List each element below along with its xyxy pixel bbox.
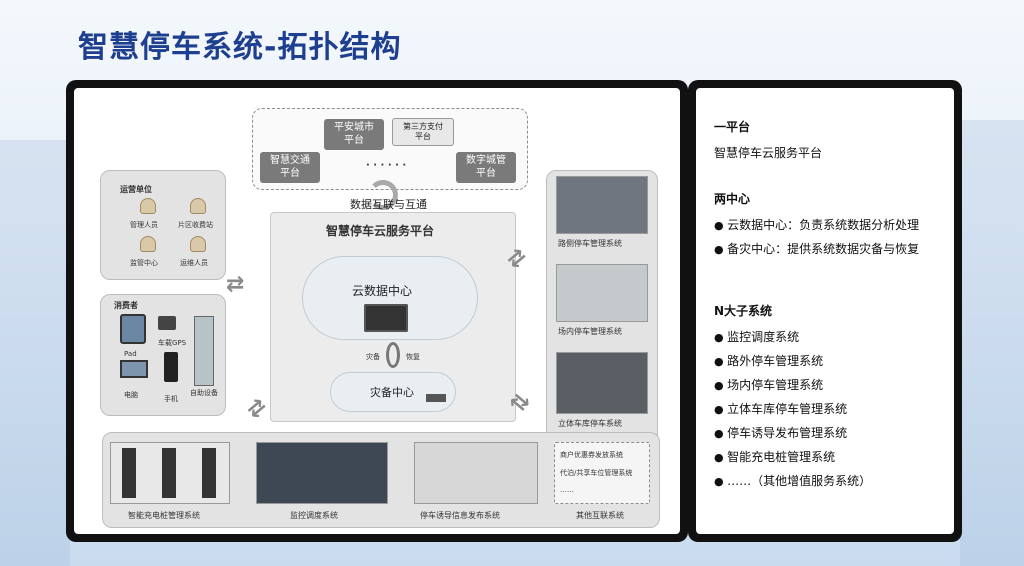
monitoring-room-photo [256,442,388,504]
operator-item-manager: 管理人员 [130,221,158,229]
topology-diagram: 平安城市 平台 第三方支付 平台 智慧交通 平台 · · · · · · 数字城… [74,88,680,534]
guidance-map-photo [414,442,538,504]
backup-restore-arrows-icon [386,342,400,368]
platform-tag-digital-city: 数字城管 平台 [456,152,516,183]
server-rack-icon [364,304,408,332]
interconnect-label: 数据互联与互通 [350,198,427,211]
bottom-left-arrow-icon: ⇄ [241,393,272,425]
operator-person-icon [140,198,156,214]
maintenance-person-icon [190,236,206,252]
subsystem-item: 立体车库停车管理系统 [714,400,940,417]
platform-tag-safe-city: 平安城市 平台 [324,119,384,150]
bottom-guidance-label: 停车诱导信息发布系统 [420,511,500,520]
section-one-line: 智慧停车云服务平台 [714,146,823,160]
indoor-parking-photo [556,264,648,322]
summary-panel: 一平台 智慧停车云服务平台 两中心 云数据中心：负责系统数据分析处理 备灾中心：… [696,88,954,534]
operator-title: 运营单位 [120,185,152,194]
right-system-roadside: 路侧停车管理系统 [558,239,622,248]
consumer-item-phone: 手机 [164,395,178,403]
backup-server-icon [426,394,446,402]
car-gps-icon [158,316,176,330]
consumer-item-kiosk: 自助设备 [190,389,218,397]
self-service-kiosk-icon [194,316,214,386]
subsystem-item: 智能充电桩管理系统 [714,448,940,465]
page-title: 智慧停车系统-拓扑结构 [78,30,402,65]
consumer-title: 消费者 [114,301,138,310]
tablet-icon [120,314,146,344]
section-one-platform-title: 一平台 [714,120,751,134]
section-three-subsystems-title: N大子系统 [714,304,773,318]
summary-panel-frame: 一平台 智慧停车云服务平台 两中心 云数据中心：负责系统数据分析处理 备灾中心：… [688,80,962,542]
laptop-icon [120,360,148,378]
platform-title: 智慧停车云服务平台 [326,224,435,238]
operator-item-maintenance: 运维人员 [180,259,208,267]
sync-arrows-icon [368,180,398,210]
disaster-center-shape [330,372,456,412]
operator-item-supervision: 监管中心 [130,259,158,267]
section-two-centers-title: 两中心 [714,192,751,206]
bottom-charging-label: 智能充电桩管理系统 [128,511,200,520]
phone-icon [164,352,178,382]
consumer-item-car-gps: 车载GPS [158,339,187,347]
stereo-garage-photo [556,352,648,414]
background-building [0,140,70,566]
platform-tag-third-party-pay: 第三方支付 平台 [392,118,454,146]
operator-item-toll-station: 片区收费站 [178,221,213,229]
section-two-line-cloud: 云数据中心：负责系统数据分析处理 [714,216,940,233]
disaster-center-label: 灾备中心 [370,386,414,399]
charging-pile-icon [122,448,136,498]
subsystem-item: 停车诱导发布管理系统 [714,424,940,441]
charging-pile-icon [202,448,216,498]
other-item-coupon: 商户优惠券发放系统 [560,451,623,459]
operator-platform-arrow-icon: ⇄ [226,272,245,297]
charging-pile-icon [162,448,176,498]
platform-tag-smart-traffic: 智慧交通 平台 [260,152,320,183]
operator-group [100,170,226,280]
toll-station-icon [190,198,206,214]
topology-diagram-frame: 平安城市 平台 第三方支付 平台 智慧交通 平台 · · · · · · 数字城… [66,80,688,542]
bottom-monitor-label: 监控调度系统 [290,511,338,520]
consumer-item-pad: Pad [124,350,137,358]
subsystem-item: 路外停车管理系统 [714,352,940,369]
subsystem-item: ……（其他增值服务系统） [714,472,940,489]
backup-label: 灾备 [366,353,380,361]
subsystem-item: 场内停车管理系统 [714,376,940,393]
other-systems-box [554,442,650,504]
right-system-stereo-garage: 立体车库停车系统 [558,419,622,428]
subsystem-item: 监控调度系统 [714,328,940,345]
consumer-item-computer: 电脑 [124,391,138,399]
cloud-center-label: 云数据中心 [352,284,413,298]
bottom-other-title: 其他互联系统 [576,511,624,520]
other-item-valet: 代泊/共享车位管理系统 [560,469,633,477]
section-two-line-backup: 备灾中心：提供系统数据灾备与恢复 [714,240,940,257]
supervision-center-icon [140,236,156,252]
background-building [960,120,1024,566]
roadside-parking-photo [556,176,648,234]
right-system-indoor: 场内停车管理系统 [558,327,622,336]
other-item-more: …… [560,486,574,494]
platform-ellipsis: · · · · · · [366,160,407,171]
restore-label: 恢复 [406,353,420,361]
